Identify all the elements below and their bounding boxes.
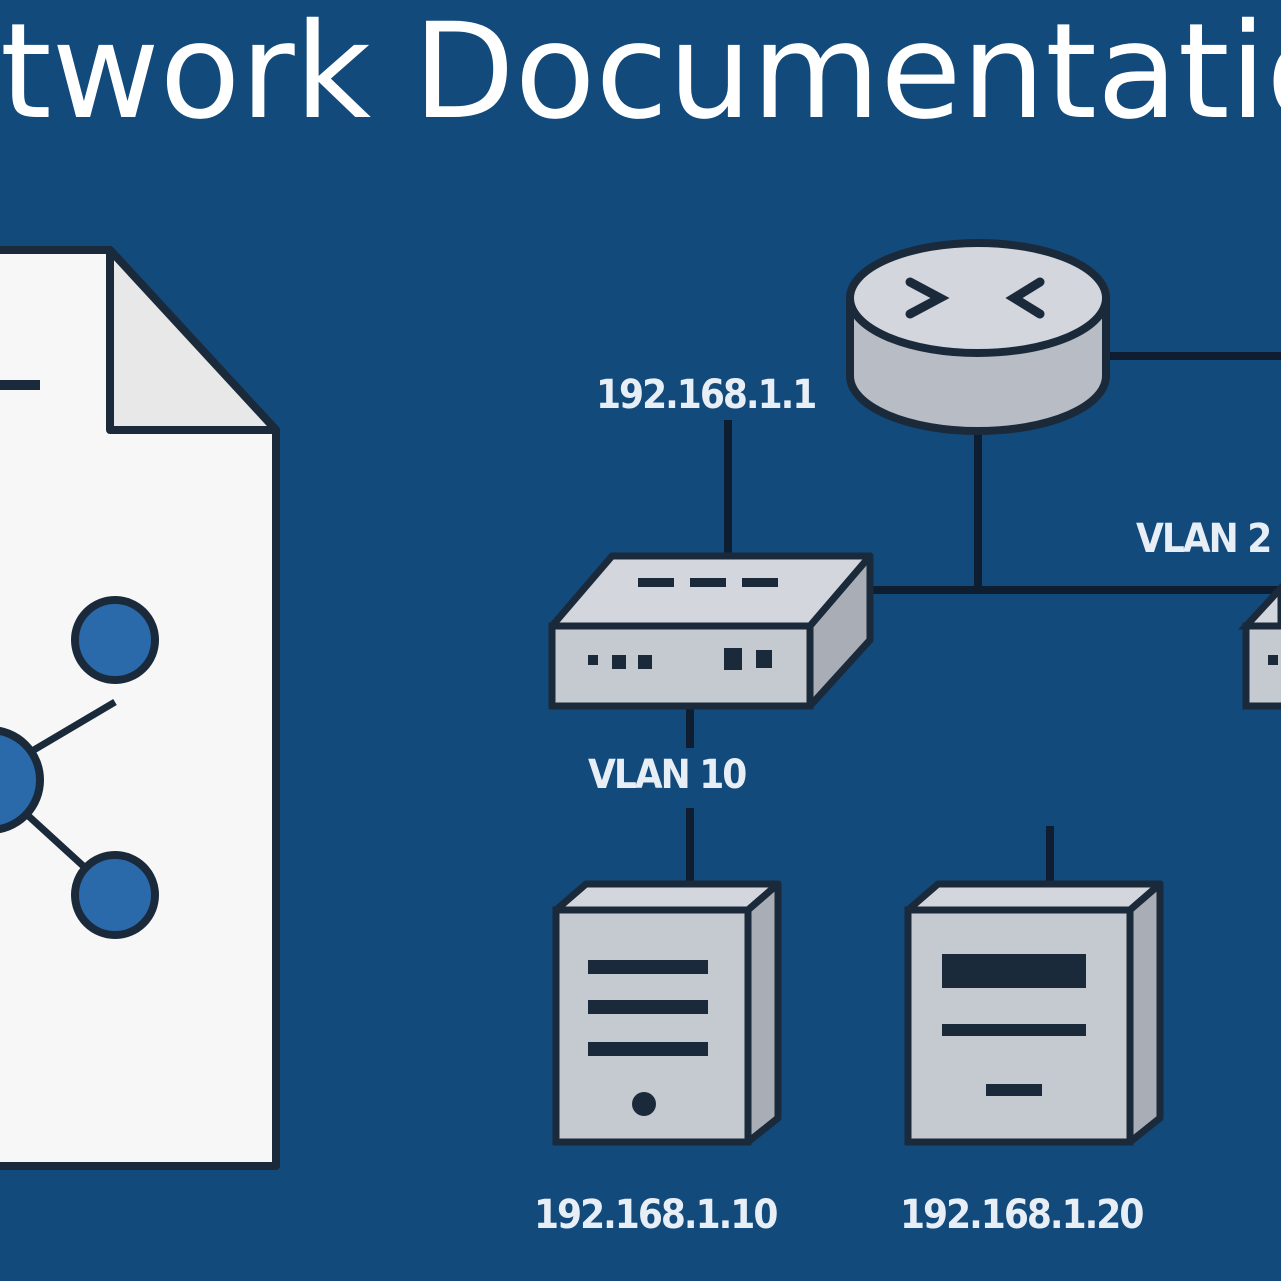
server-icon [552,880,782,1146]
server-right-ip-label: 192.168.1.20 [900,1192,1143,1238]
router-ip-label: 192.168.1.1 [596,372,815,418]
vlan-label-right: VLAN 2 [1136,516,1270,562]
title-text: Network Documentation [0,0,1281,149]
server-left-ip-label: 192.168.1.10 [534,1192,777,1238]
page-title: Network Documentation [0,0,1281,160]
connection-lines [686,352,1281,884]
router-icon [846,239,1110,435]
vlan-label-left: VLAN 10 [588,752,746,798]
share-network-icon [0,596,159,939]
server-icon-right [904,880,1164,1146]
switch-icon [548,552,874,710]
document-icon [0,246,280,1170]
switch-icon-right [1238,582,1281,710]
